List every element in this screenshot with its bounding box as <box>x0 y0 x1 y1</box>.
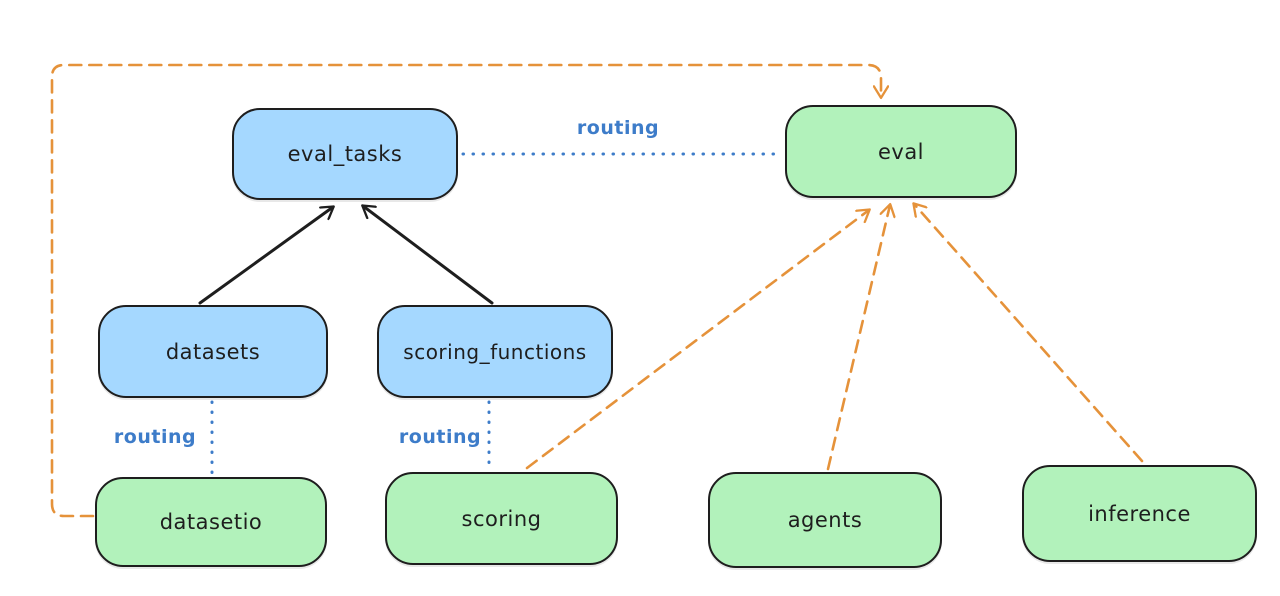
node-eval-tasks-label: eval_tasks <box>287 142 403 166</box>
edge-agents-to-eval <box>826 205 890 471</box>
node-inference: inference <box>1022 465 1257 562</box>
edge-scoring-functions-to-eval-tasks <box>363 206 494 305</box>
routing-label-scoring-functions-scoring: routing <box>398 426 482 448</box>
edge-datasetio-to-eval <box>50 63 881 518</box>
node-eval-tasks: eval_tasks <box>232 108 458 200</box>
node-inference-label: inference <box>1088 501 1191 526</box>
routing-label-datasets-datasetio: routing <box>113 426 197 448</box>
node-datasetio-label: datasetio <box>159 510 263 534</box>
node-eval-label: eval <box>877 139 925 164</box>
node-scoring-functions: scoring_functions <box>377 305 613 398</box>
edge-scoring-to-eval <box>525 210 869 470</box>
node-agents-label: agents <box>787 508 863 532</box>
edge-datasets-to-eval-tasks <box>198 207 333 305</box>
node-scoring-label: scoring <box>461 506 542 531</box>
node-scoring: scoring <box>385 472 618 565</box>
edge-inference-to-eval <box>914 204 1144 463</box>
routing-label-eval-tasks-eval: routing <box>576 117 660 139</box>
node-datasets-label: datasets <box>165 339 261 364</box>
node-scoring-functions-label: scoring_functions <box>403 339 587 364</box>
node-agents: agents <box>708 472 942 568</box>
node-datasets: datasets <box>98 305 328 398</box>
node-eval: eval <box>785 105 1017 198</box>
node-datasetio: datasetio <box>95 477 327 567</box>
